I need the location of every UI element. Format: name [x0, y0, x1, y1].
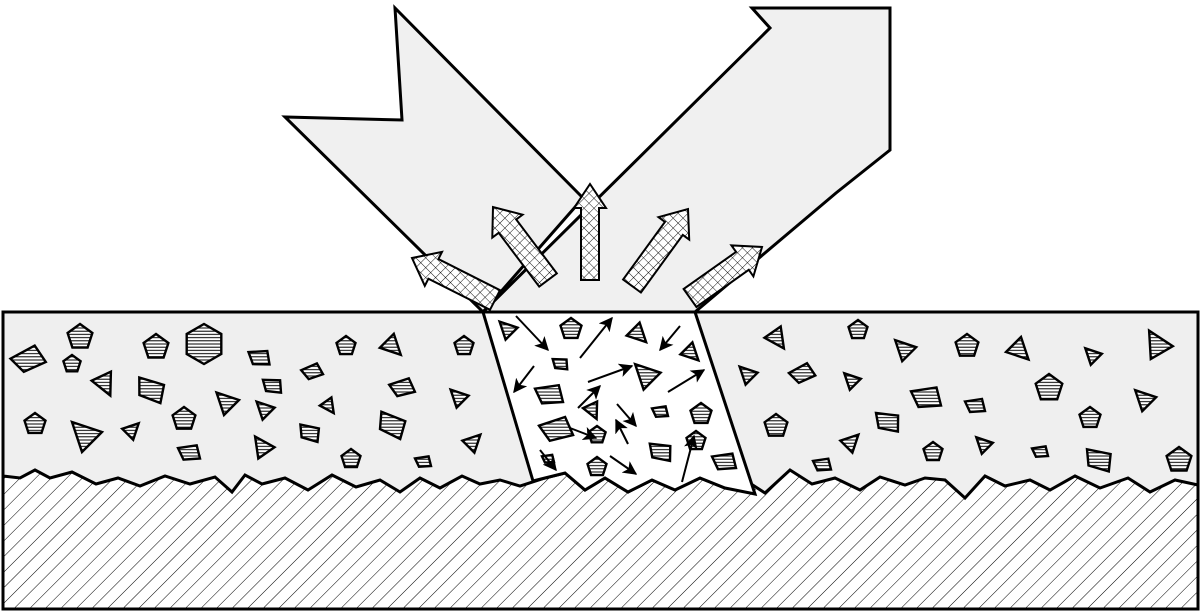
particle-motion-arrows	[513, 315, 706, 483]
particle-motion-arrow	[587, 363, 634, 383]
coating-particle	[1147, 328, 1176, 362]
particle-motion-arrow	[681, 434, 698, 483]
coating-particle	[23, 411, 47, 435]
coating-particle	[246, 349, 271, 366]
coating-particle	[142, 332, 170, 359]
particle-motion-arrow	[515, 315, 549, 352]
coating-particle	[1085, 447, 1112, 473]
coating-particle	[786, 361, 818, 385]
ejected-particle-arrow	[572, 182, 608, 281]
coating-particle	[8, 344, 48, 374]
coating-particle	[413, 455, 433, 469]
coating-particle	[847, 318, 869, 340]
ejected-particle-arrow	[491, 205, 559, 288]
coating-particle	[299, 361, 325, 381]
coating-particle	[1030, 445, 1050, 459]
coating-particle	[1003, 334, 1031, 362]
coating-particle	[710, 452, 738, 471]
coating-particle	[185, 322, 223, 366]
coating-particle	[893, 338, 919, 364]
coating-particle	[89, 369, 113, 398]
coating-particle	[70, 420, 105, 455]
coating-particle	[335, 334, 357, 356]
coating-particle	[254, 399, 277, 422]
coating-particle	[460, 432, 483, 455]
coating-particle	[119, 421, 141, 443]
coating-particle	[299, 423, 321, 444]
coating-particle	[874, 411, 900, 434]
coating-particle	[171, 405, 197, 430]
particle-motion-arrow	[579, 316, 613, 359]
coating-particle	[762, 324, 786, 351]
coating-particle	[317, 395, 336, 416]
coating-particle	[648, 442, 672, 463]
coating-particle	[580, 399, 599, 422]
coating-particle	[763, 412, 789, 437]
coating-particle	[974, 435, 996, 457]
coating-particle	[737, 364, 760, 387]
coating-particle	[954, 332, 980, 357]
coating-particle	[633, 362, 663, 392]
coating-particle	[689, 401, 713, 425]
coating-particle	[922, 440, 944, 462]
particle-motion-arrow	[513, 365, 535, 394]
coating-particle	[453, 334, 475, 356]
particle-motion-arrow	[569, 426, 598, 441]
coating-particle	[1083, 346, 1105, 368]
coating-particle	[551, 357, 569, 371]
particle-motion-arrow	[616, 403, 637, 428]
coating-particle	[842, 371, 864, 393]
coating-particle	[253, 434, 277, 461]
coating-particle	[497, 319, 520, 342]
particle-motion-arrow	[577, 385, 601, 409]
coating-particle	[650, 405, 670, 419]
coating-particle	[261, 378, 283, 395]
ejected-particle-arrow	[682, 244, 764, 309]
particle-motion-arrow	[667, 369, 706, 393]
coating-particle	[909, 386, 943, 409]
coating-particle	[559, 316, 583, 340]
coating-particle	[586, 455, 608, 477]
coating-particle	[1133, 388, 1159, 414]
coating-particle	[1034, 372, 1064, 401]
coating-particle	[138, 375, 166, 405]
ejected-particle-arrows	[410, 182, 764, 312]
particle-motion-arrow	[539, 449, 557, 472]
particle-motion-arrow	[615, 418, 629, 445]
coating-particle	[533, 383, 565, 405]
coating-particle	[537, 415, 575, 443]
coating-particle	[811, 457, 833, 472]
coating-particle	[624, 320, 648, 344]
particle-motion-arrow	[659, 325, 681, 352]
ejected-particle-arrow	[410, 250, 502, 312]
coating-particle	[963, 397, 987, 414]
coating-particle	[838, 432, 861, 455]
coating-particle	[377, 331, 403, 357]
coating-particle	[214, 390, 242, 418]
substrate	[1, 464, 1200, 611]
coating-particle	[448, 387, 471, 410]
coating-particle	[340, 447, 362, 469]
coating-particle	[1165, 445, 1193, 472]
ejected-particle-arrow	[621, 207, 691, 294]
coating-particle	[387, 376, 417, 398]
coating-particle	[1078, 405, 1102, 429]
coating-particle	[61, 353, 83, 373]
coating-particle	[176, 443, 202, 461]
coating-particle	[678, 340, 701, 363]
coating-particle	[66, 322, 94, 349]
particle-motion-arrow	[609, 455, 638, 475]
coating-particle	[378, 409, 407, 441]
